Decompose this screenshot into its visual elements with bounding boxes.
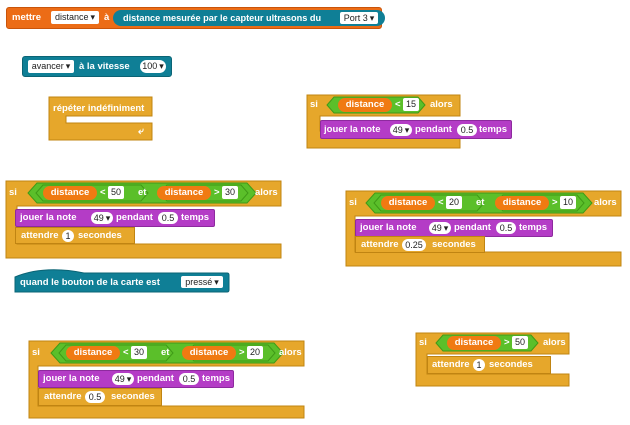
duration-input[interactable]: 0.5	[496, 222, 516, 234]
to-label: à	[104, 12, 110, 23]
play-note-block[interactable]: jouer la note 49 pendant 0.5 temps	[355, 219, 553, 237]
if-block-small[interactable]: si distance < 15 alors jouer la note 49 …	[306, 94, 512, 150]
if-keyword: si	[349, 197, 357, 208]
value-input[interactable]: 50	[512, 336, 528, 349]
if-keyword: si	[419, 337, 427, 348]
distance-variable-2[interactable]: distance	[182, 346, 236, 360]
then-keyword: alors	[430, 99, 453, 110]
then-keyword: alors	[594, 197, 617, 208]
duration-input[interactable]: 0.5	[179, 373, 199, 385]
note-input[interactable]: 49	[429, 222, 451, 234]
and-keyword: et	[476, 197, 485, 208]
play-note-label: jouer la note	[324, 124, 381, 135]
op-gt: >	[214, 187, 220, 198]
note-input[interactable]: 49	[390, 124, 412, 136]
play-note-label: jouer la note	[360, 222, 417, 233]
if-block-right[interactable]: si distance < 20 et distance > 10 alors …	[345, 190, 623, 268]
op-lt: <	[100, 187, 106, 198]
play-note-block[interactable]: jouer la note 49 pendant 0.5 temps	[38, 370, 234, 388]
wait-block[interactable]: attendre 0.25 secondes	[355, 236, 485, 253]
wait-block[interactable]: attendre 0.5 secondes	[38, 388, 162, 406]
move-block[interactable]: avancer à la vitesse 100	[22, 56, 172, 77]
wait-label: attendre	[44, 391, 82, 402]
duration-input[interactable]: 0.5	[457, 124, 477, 136]
play-note-label: jouer la note	[43, 373, 100, 384]
value-input-2[interactable]: 20	[247, 346, 263, 359]
op-lt: <	[123, 347, 129, 358]
duration-input[interactable]: 0.5	[158, 212, 178, 224]
wait-label: attendre	[361, 239, 399, 250]
reporter-label: distance mesurée par le capteur ultrason…	[123, 13, 322, 23]
and-keyword: et	[161, 347, 170, 358]
play-note-block[interactable]: jouer la note 49 pendant 0.5 temps	[15, 209, 215, 227]
beats-label: temps	[519, 222, 547, 233]
then-keyword: alors	[279, 347, 302, 358]
then-keyword: alors	[255, 187, 278, 198]
wait-label: attendre	[432, 359, 470, 370]
if-keyword: si	[32, 347, 40, 358]
note-input[interactable]: 49	[91, 212, 113, 224]
distance-variable[interactable]: distance	[338, 98, 392, 112]
wait-label: attendre	[21, 230, 59, 241]
hat-label: quand le bouton de la carte est	[20, 277, 160, 288]
seconds-label: secondes	[432, 239, 476, 250]
forever-label: répéter indéfiniment	[53, 103, 145, 114]
distance-variable[interactable]: distance	[43, 186, 97, 200]
distance-variable[interactable]: distance	[447, 336, 501, 350]
set-variable-block[interactable]: mettre distance à distance mesurée par l…	[6, 7, 385, 29]
play-note-label: jouer la note	[20, 212, 77, 223]
play-note-block[interactable]: jouer la note 49 pendant 0.5 temps	[320, 120, 512, 139]
op-lt: <	[395, 99, 401, 110]
seconds-label: secondes	[111, 391, 155, 402]
distance-variable-2[interactable]: distance	[495, 196, 549, 210]
distance-variable[interactable]: distance	[66, 346, 120, 360]
button-state-dropdown[interactable]: pressé	[181, 276, 223, 288]
forever-block[interactable]: répéter indéfiniment ⤶	[48, 96, 154, 142]
value-input-1[interactable]: 30	[131, 346, 147, 359]
seconds-label: secondes	[78, 230, 122, 241]
wait-input[interactable]: 1	[62, 230, 74, 242]
op-lt: <	[438, 197, 444, 208]
wait-block[interactable]: attendre 1 secondes	[15, 227, 135, 244]
during-label: pendant	[454, 222, 491, 233]
board-button-hat-block[interactable]: quand le bouton de la carte est pressé	[14, 267, 230, 293]
wait-input[interactable]: 0.5	[85, 391, 105, 403]
beats-label: temps	[181, 212, 209, 223]
value-input[interactable]: 15	[403, 98, 419, 111]
distance-variable[interactable]: distance	[381, 196, 435, 210]
loop-arrow-icon: ⤶	[138, 126, 144, 137]
if-block-left[interactable]: si distance < 50 et distance > 30 alors …	[5, 180, 283, 260]
seconds-label: secondes	[489, 359, 533, 370]
value-input-2[interactable]: 10	[560, 196, 576, 209]
wait-block[interactable]: attendre 1 secondes	[427, 356, 551, 374]
during-label: pendant	[415, 124, 452, 135]
speed-label: à la vitesse	[79, 61, 130, 72]
during-label: pendant	[116, 212, 153, 223]
wait-input[interactable]: 0.25	[402, 239, 426, 251]
op-gt: >	[239, 347, 245, 358]
distance-variable-2[interactable]: distance	[157, 186, 211, 200]
value-input-2[interactable]: 30	[222, 186, 238, 199]
port-dropdown[interactable]: Port 3	[340, 12, 378, 24]
op-gt: >	[552, 197, 558, 208]
during-label: pendant	[137, 373, 174, 384]
if-keyword: si	[310, 99, 318, 110]
beats-label: temps	[479, 124, 507, 135]
value-input-1[interactable]: 20	[446, 196, 462, 209]
set-keyword: mettre	[12, 12, 42, 23]
if-keyword: si	[9, 187, 17, 198]
and-keyword: et	[138, 187, 147, 198]
if-block-bottom[interactable]: si distance < 30 et distance > 20 alors …	[28, 340, 306, 420]
speed-input[interactable]: 100	[140, 60, 166, 73]
wait-input[interactable]: 1	[473, 359, 485, 371]
if-block-bottom-right[interactable]: si distance > 50 alors attendre 1 second…	[415, 332, 571, 388]
direction-dropdown[interactable]: avancer	[28, 60, 74, 73]
beats-label: temps	[202, 373, 230, 384]
note-input[interactable]: 49	[112, 373, 134, 385]
variable-dropdown[interactable]: distance	[51, 11, 99, 24]
op-gt: >	[504, 337, 510, 348]
then-keyword: alors	[543, 337, 566, 348]
value-input-1[interactable]: 50	[108, 186, 124, 199]
ultrasonic-reporter[interactable]: distance mesurée par le capteur ultrason…	[113, 10, 385, 26]
